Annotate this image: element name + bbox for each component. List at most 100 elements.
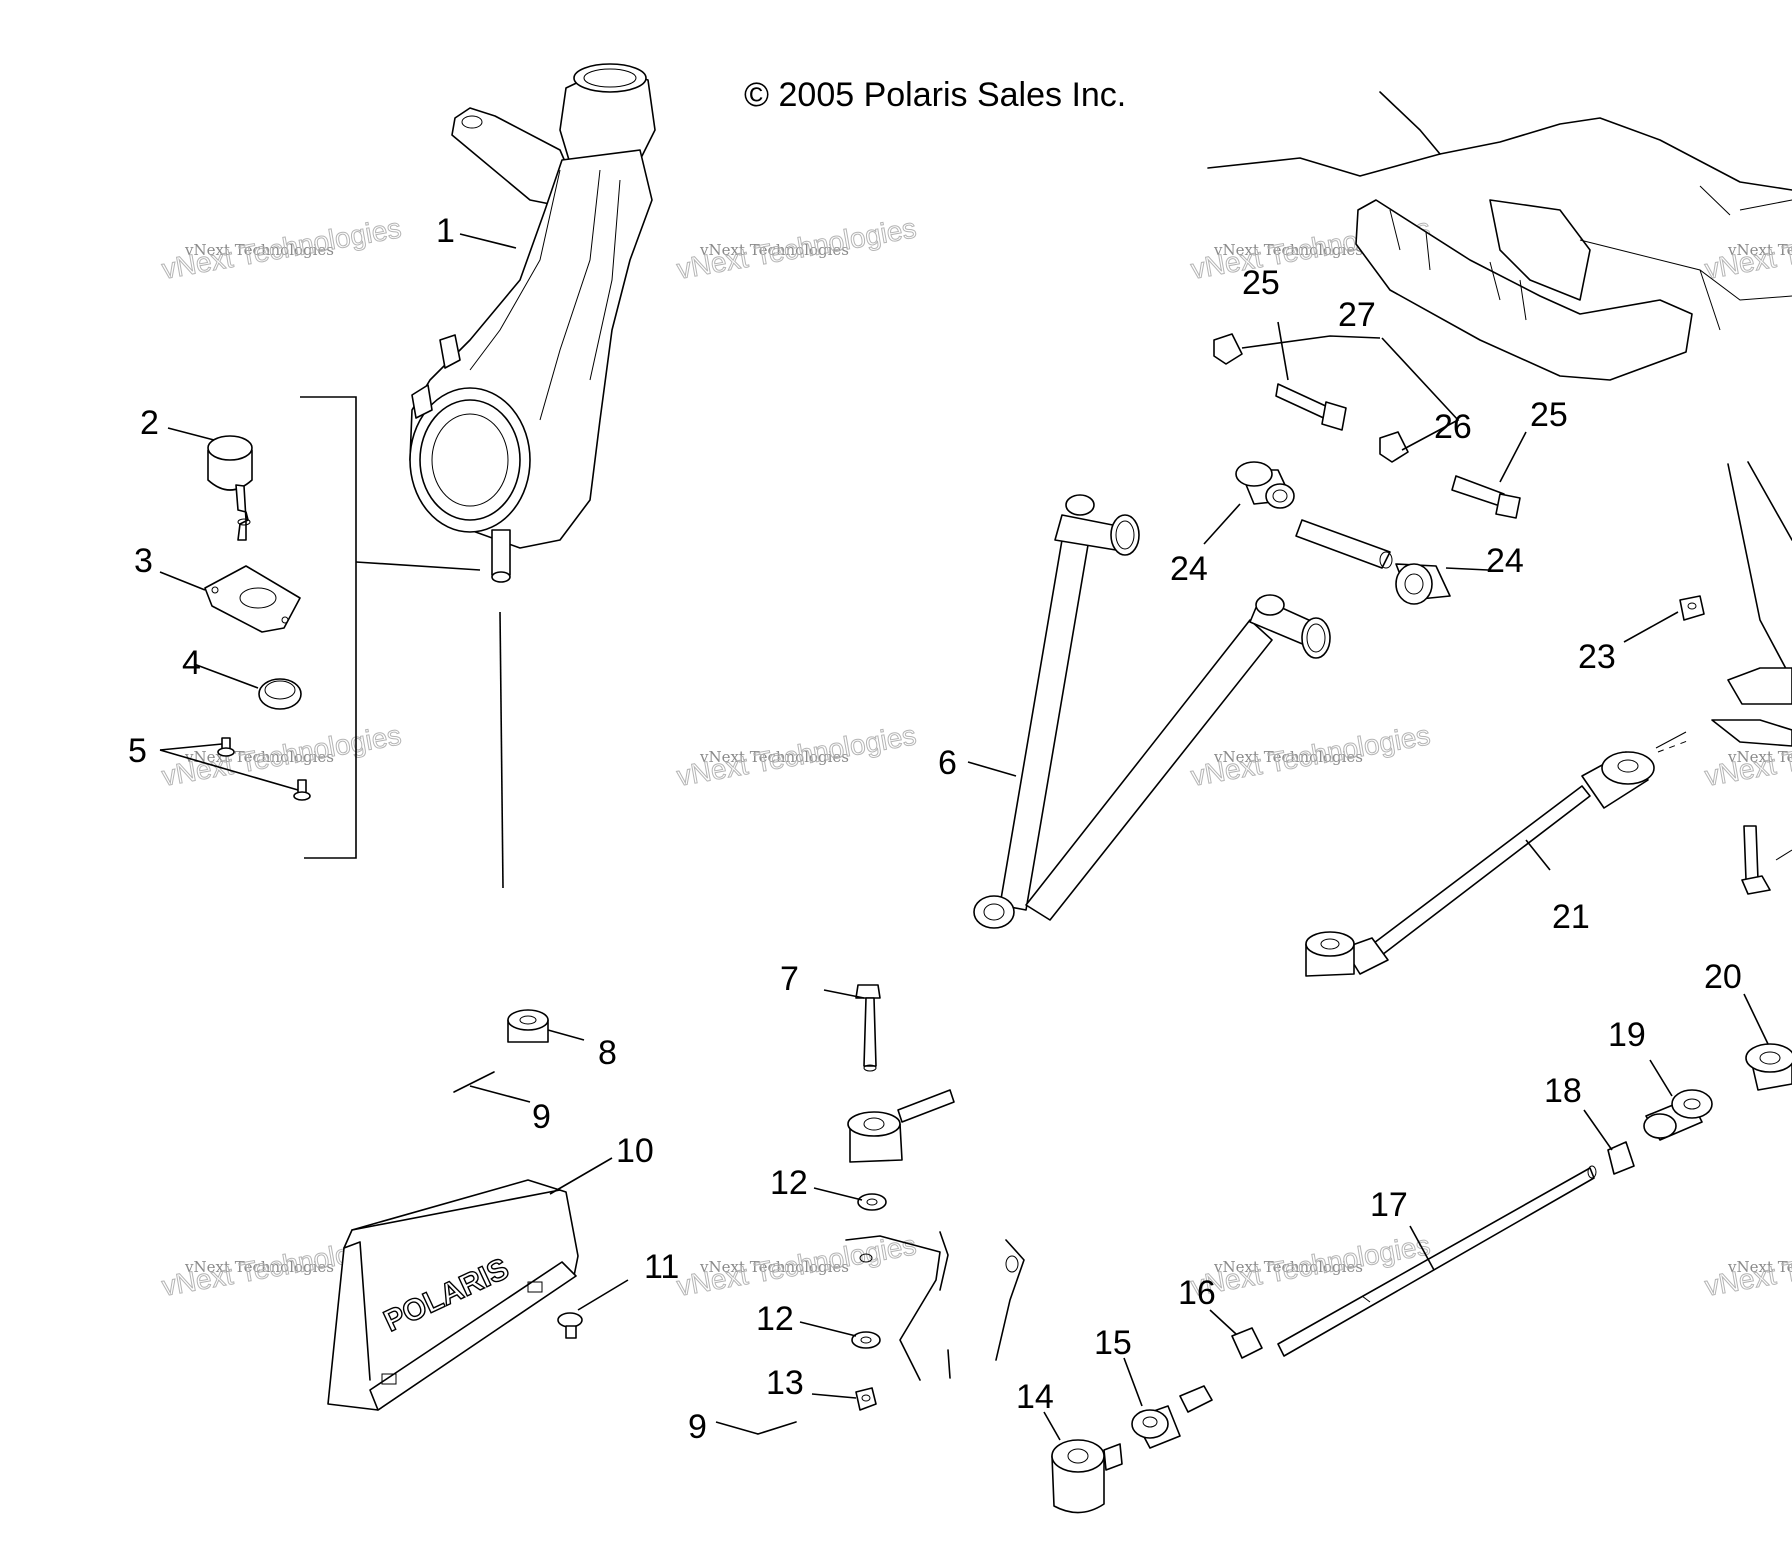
- watermark: vNext Technologies vNext Technologies: [1702, 212, 1792, 286]
- svg-text:vNext Technologies: vNext Technologies: [160, 212, 404, 285]
- svg-text:vNext Technologies: vNext Technologies: [1727, 1258, 1792, 1276]
- callout-8: 8: [598, 1034, 617, 1072]
- nut-part: [855, 1387, 877, 1411]
- callout-18: 18: [1544, 1072, 1582, 1110]
- washer-part: [857, 1193, 887, 1211]
- svg-text:vNext Technologies: vNext Technologies: [1189, 719, 1433, 792]
- watermark: vNext Technologies vNext Technologies: [674, 719, 919, 793]
- callout-4: 4: [182, 644, 201, 682]
- bolt-part: [1275, 383, 1347, 431]
- callout-15: 15: [1094, 1324, 1132, 1362]
- callout-13: 13: [766, 1364, 804, 1402]
- callout-3: 3: [134, 542, 153, 580]
- tie-rod-end-part: [1643, 1089, 1713, 1141]
- callout-21: 21: [1552, 898, 1590, 936]
- callout-12: 12: [770, 1164, 808, 1202]
- rod-end-part: [1745, 1043, 1792, 1091]
- copyright-text: © 2005 Polaris Sales Inc.: [744, 76, 1126, 114]
- callout-24: 24: [1486, 542, 1524, 580]
- svg-text:vNext Technologies: vNext Technologies: [699, 748, 849, 766]
- callout-14: 14: [1016, 1378, 1054, 1416]
- svg-text:vNext Technologies: vNext Technologies: [1727, 241, 1792, 259]
- svg-text:vNext Technologies: vNext Technologies: [1727, 748, 1792, 766]
- rod-end-part: [1051, 1439, 1123, 1514]
- svg-text:vNext Technologies: vNext Technologies: [1213, 748, 1363, 766]
- callout-9: 9: [532, 1098, 551, 1136]
- frame-part: [1207, 91, 1792, 381]
- sleeve-part: [1295, 519, 1393, 569]
- steering-post-bracket-part: [845, 1231, 1025, 1381]
- cotter-pin-part: [453, 1071, 495, 1093]
- assembly-line: [499, 611, 504, 889]
- callout-12: 12: [756, 1300, 794, 1338]
- callout-19: 19: [1608, 1016, 1646, 1054]
- bolt-part: [1451, 475, 1521, 519]
- bushing-part: [1395, 563, 1451, 605]
- nut-part: [1213, 333, 1243, 365]
- svg-text:vNext Technologies: vNext Technologies: [1703, 212, 1792, 285]
- kit-bracket-line: [300, 396, 357, 859]
- watermark: vNext Technologies vNext Technologies: [1702, 1229, 1792, 1303]
- callout-20: 20: [1704, 958, 1742, 996]
- jam-nut-part: [1231, 1327, 1263, 1359]
- svg-text:vNext Technologies: vNext Technologies: [1213, 241, 1363, 259]
- screw-part: [557, 1312, 583, 1339]
- watermark-group: vNext Technologies vNext Technologies vN…: [159, 212, 1792, 1303]
- frame-fragment-part: [1657, 461, 1792, 895]
- callout-6: 6: [938, 744, 957, 782]
- bushing-part: [1235, 461, 1295, 509]
- nut-part: [1679, 595, 1705, 621]
- ball-joint-part: [207, 435, 253, 541]
- callout-24: 24: [1170, 550, 1208, 588]
- tie-rod-assembly-part: [1305, 731, 1687, 977]
- callout-7: 7: [780, 960, 799, 998]
- callout-labels: 1 2 3 4 5 6 7 8 9 9 10 11 12 12 13 14 15…: [128, 212, 1742, 1446]
- washer-part: [851, 1331, 881, 1349]
- svg-text:vNext Technologies: vNext Technologies: [699, 241, 849, 259]
- castle-nut-part: [507, 1009, 549, 1043]
- svg-text:vNext Technologies: vNext Technologies: [675, 212, 919, 285]
- kit-bracket-pointer: [355, 561, 481, 571]
- callout-9: 9: [688, 1408, 707, 1446]
- svg-text:vNext Technologies: vNext Technologies: [160, 719, 404, 792]
- tie-rod-end-part: [1131, 1385, 1213, 1449]
- watermark: vNext Technologies vNext Technologies: [159, 719, 404, 793]
- nut-part: [1379, 431, 1409, 463]
- hood-cover-part: POLARIS: [327, 1179, 579, 1411]
- callout-25: 25: [1530, 396, 1568, 434]
- bolt-part: [855, 984, 881, 1072]
- watermark: vNext Technologies vNext Technologies: [159, 212, 404, 286]
- leader-lines: [159, 233, 1769, 1441]
- svg-text:vNext Technologies: vNext Technologies: [184, 241, 334, 259]
- watermark: vNext Technologies vNext Technologies: [674, 1229, 919, 1303]
- callout-1: 1: [436, 212, 455, 250]
- callout-16: 16: [1178, 1274, 1216, 1312]
- retainer-ring-part: [258, 678, 302, 710]
- cotter-pin-part: [757, 1421, 797, 1435]
- callout-25: 25: [1242, 264, 1280, 302]
- spindle-knuckle-part: [409, 63, 656, 583]
- callout-26: 26: [1434, 408, 1472, 446]
- callout-5: 5: [128, 732, 147, 770]
- a-arm-part: [973, 494, 1331, 929]
- svg-text:vNext Technologies: vNext Technologies: [184, 1258, 334, 1276]
- callout-23: 23: [1578, 638, 1616, 676]
- callout-2: 2: [140, 404, 159, 442]
- watermark: vNext Technologies vNext Technologies: [674, 212, 919, 286]
- callout-10: 10: [616, 1132, 654, 1170]
- callout-11: 11: [644, 1248, 679, 1286]
- svg-text:vNext Technologies: vNext Technologies: [675, 1229, 919, 1302]
- tie-rod-part: [1277, 1165, 1597, 1357]
- jam-nut-part: [1607, 1141, 1635, 1175]
- callout-17: 17: [1370, 1186, 1408, 1224]
- callout-27: 27: [1338, 296, 1376, 334]
- tie-rod-end-part: [847, 1089, 955, 1163]
- svg-text:vNext Technologies: vNext Technologies: [699, 1258, 849, 1276]
- ball-joint-plate-part: [204, 565, 301, 633]
- svg-text:vNext Technologies: vNext Technologies: [675, 719, 919, 792]
- rivet-part: [217, 737, 311, 801]
- watermark: vNext Technologies vNext Technologies: [1188, 719, 1433, 793]
- svg-text:vNext Technologies: vNext Technologies: [1213, 1258, 1363, 1276]
